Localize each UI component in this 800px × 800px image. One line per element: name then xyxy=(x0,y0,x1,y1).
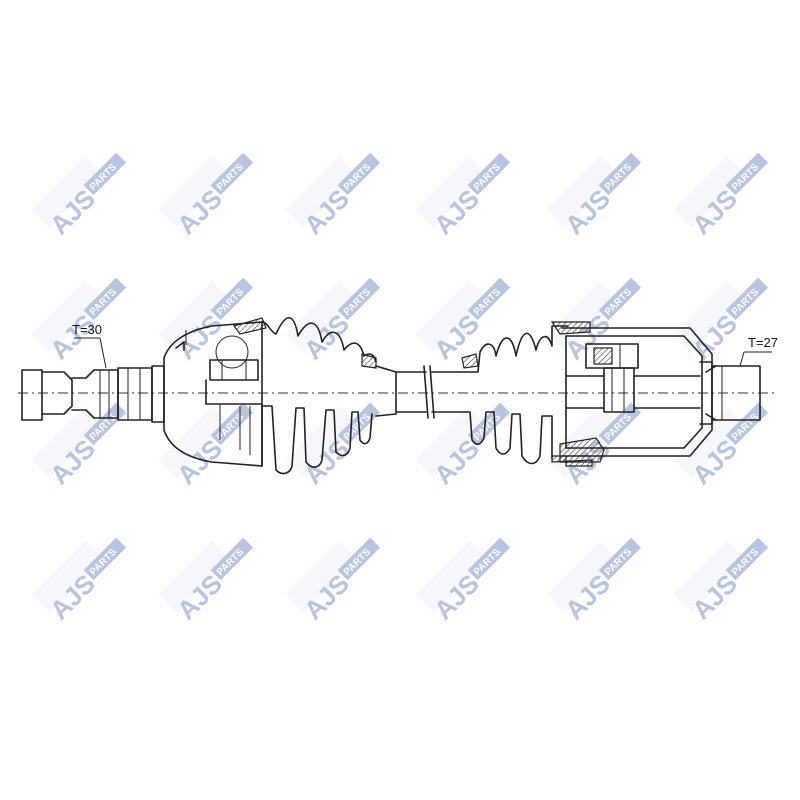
left-leader: T=30 xyxy=(72,322,107,369)
right-stub-shaft xyxy=(699,361,761,425)
inner-tripod-joint xyxy=(559,327,713,463)
center-shaft xyxy=(375,365,467,419)
left-boot xyxy=(232,316,377,475)
right-thread-label: T=27 xyxy=(748,335,778,350)
right-leader: T=27 xyxy=(739,335,778,367)
left-thread-label: T=30 xyxy=(72,322,102,337)
